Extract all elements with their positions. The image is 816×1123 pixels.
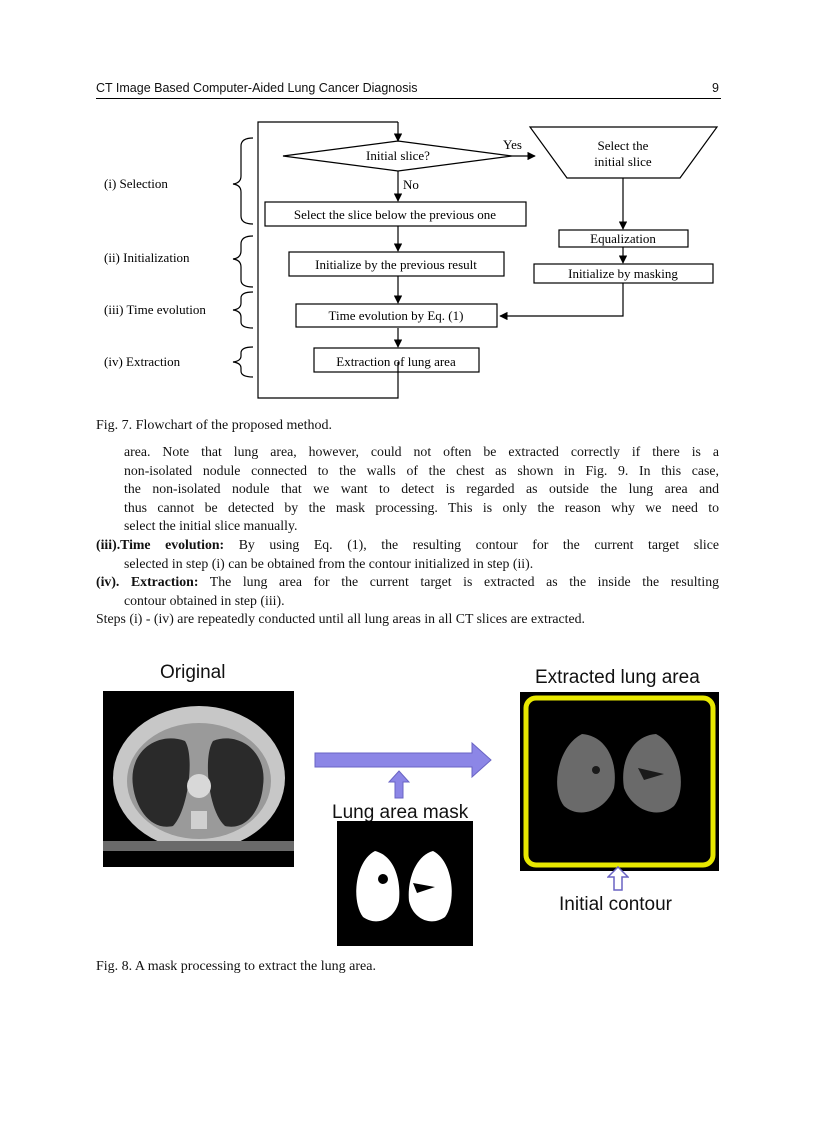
fig7-caption: Fig. 7. Flowchart of the proposed method… [96,418,333,433]
decision-text: Initial slice? [366,148,430,163]
time-evolution-text: Time evolution by Eq. (1) [329,308,464,323]
select-below-text: Select the slice below the previous one [294,207,496,222]
decision-diamond [282,140,513,172]
step-iv-text-2: contour obtained in step (iii). [124,592,285,608]
initial-contour-outline [523,695,716,868]
body-line: area. Note that lung area, however, coul… [124,444,719,459]
process-arrow [314,741,492,779]
flowchart-figure: (i) Selection (ii) Initialization (iii) … [104,121,719,399]
step-iii-label: (iii).Time evolution: [96,537,225,552]
yes-label: Yes [503,137,522,152]
step-iii: (iii).Time evolution: By using Eq. (1), … [96,536,719,573]
fig8-caption: Fig. 8. A mask processing to extract the… [96,959,376,974]
step-iv: (iv). Extraction: The lung area for the … [96,573,719,610]
extracted-label: Extracted lung area [535,667,700,688]
step-iv-label: (iv). Extraction: [96,574,199,589]
step-iv-text: The lung area for the current target is … [209,574,719,589]
steps-summary: Steps (i) - (iv) are repeatedly conducte… [96,611,585,626]
no-label: No [403,177,419,192]
mask-up-arrow-icon [388,770,410,799]
select-below-box [264,201,527,227]
select-initial-trapezoid [528,126,719,179]
page-number: 9 [712,81,719,95]
extracted-lung-image [520,692,719,871]
step-iii-text-2: selected in step (i) can be obtained fro… [124,555,534,571]
running-title: CT Image Based Computer-Aided Lung Cance… [96,81,418,95]
init-previous-box [288,251,505,277]
time-evolution-box [295,303,498,328]
stage-time-evolution-label: (iii) Time evolution [104,302,206,317]
select-initial-line2: initial slice [594,154,652,169]
body-line: select the initial slice manually. [124,518,298,534]
contour-label: Initial contour [559,894,673,915]
equalization-box [558,229,689,248]
body-line: non-isolated nodule connected to the wal… [124,462,719,478]
running-header: CT Image Based Computer-Aided Lung Cance… [96,80,721,99]
original-label: Original [160,662,226,683]
select-initial-line1: Select the [598,138,649,153]
step-iii-text: By using Eq. (1), the resulting contour … [238,537,719,552]
lung-mask-image [337,821,473,946]
body-line: thus cannot be detected by the mask proc… [124,499,719,515]
extraction-text: Extraction of lung area [336,354,456,369]
body-paragraph: area. Note that lung area, however, coul… [124,443,719,536]
init-masking-box [533,263,714,284]
stage-selection-label: (i) Selection [104,176,168,191]
init-masking-text: Initialize by masking [568,266,678,281]
contour-up-arrow-icon [607,866,629,891]
init-previous-text: Initialize by the previous result [315,257,477,272]
extraction-box [313,347,480,373]
body-line: the non-isolated nodule that we want to … [124,481,719,497]
stage-extraction-label: (iv) Extraction [104,354,181,369]
equalization-text: Equalization [590,231,656,246]
stage-initialization-label: (ii) Initialization [104,250,190,265]
mask-label: Lung area mask [332,802,469,823]
original-ct-image [103,691,294,867]
